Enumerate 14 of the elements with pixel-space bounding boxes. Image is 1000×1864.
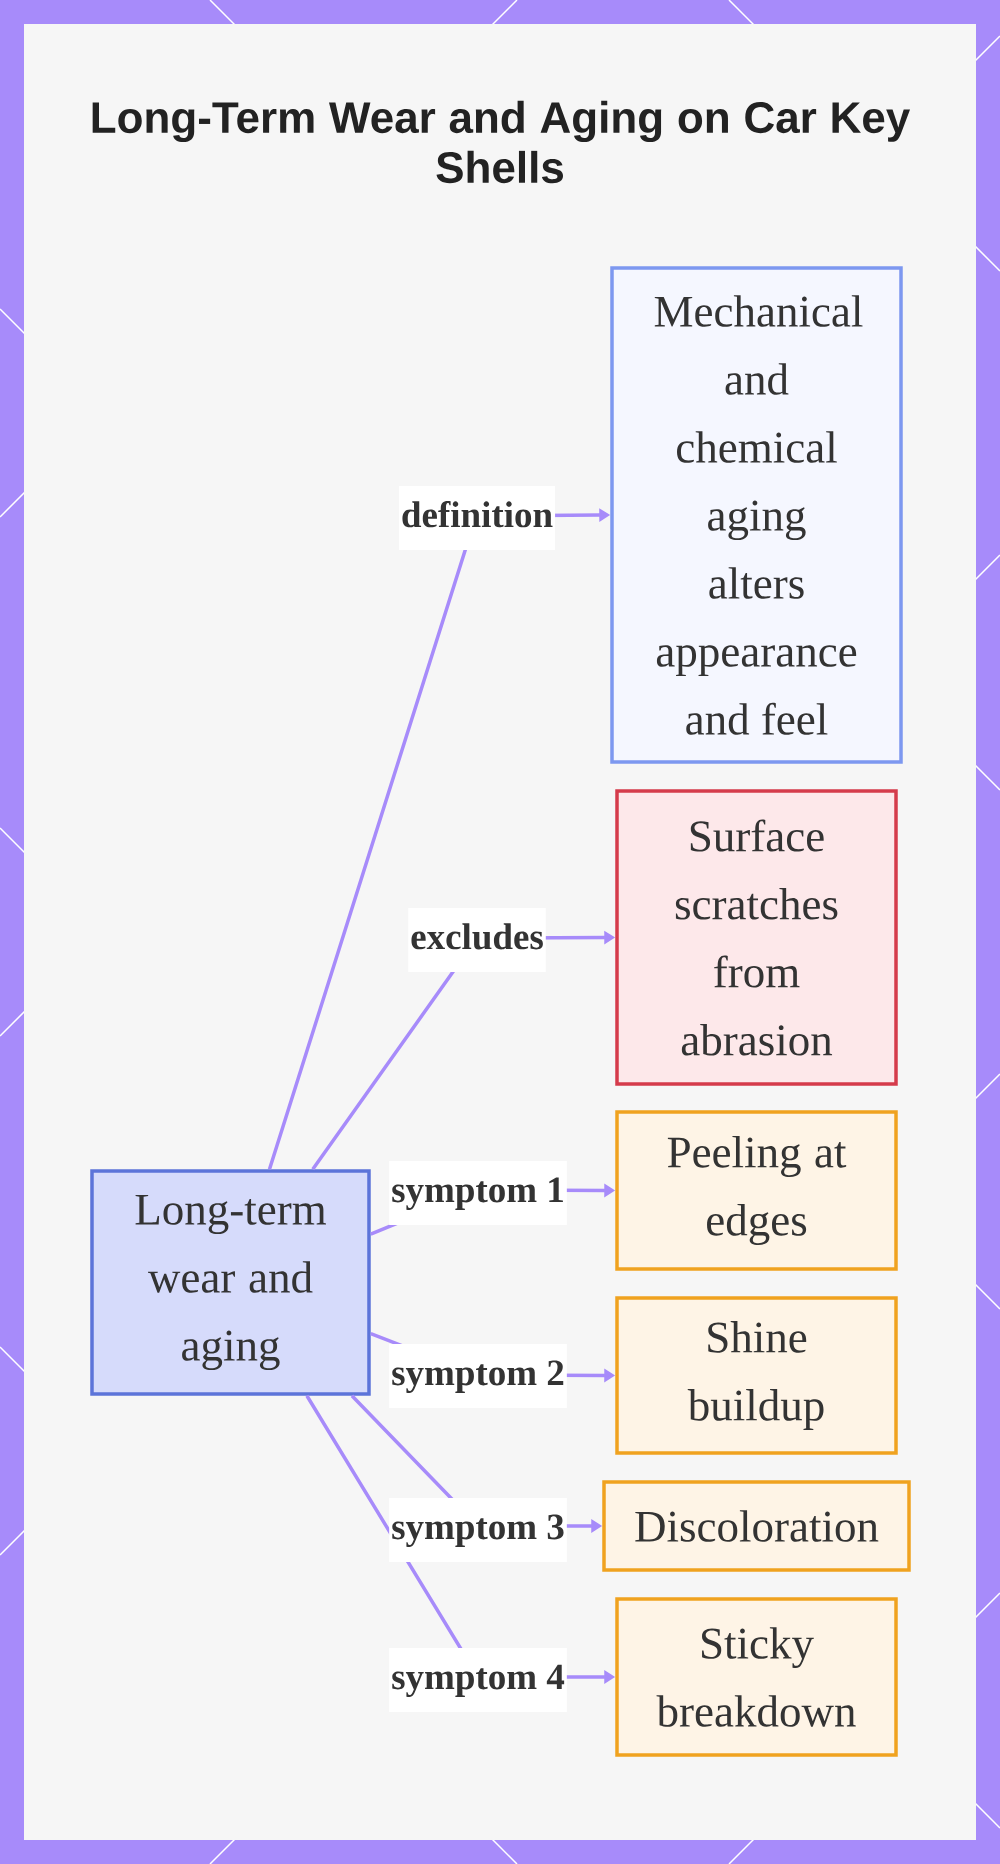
edge-label: symptom 4 — [389, 1648, 567, 1712]
edge-label: definition — [398, 486, 556, 550]
title: Long-Term Wear and Aging on Car Key Shells — [92, 100, 911, 184]
concept-box: Long-term wear and aging — [90, 1169, 371, 1396]
edge-label: excludes — [408, 908, 546, 972]
symptom-box: Peeling at edges — [615, 1110, 898, 1271]
edge-label: symptom 1 — [389, 1161, 567, 1225]
edge-label: symptom 3 — [389, 1498, 567, 1562]
symptom-box: Sticky breakdown — [615, 1597, 898, 1757]
symptom-box: Discoloration — [602, 1480, 911, 1572]
definition-box: Mechanical and chemical aging alters appearance and feel — [610, 266, 903, 764]
symptom-box: Shine buildup — [615, 1296, 898, 1455]
edge-label: symptom 2 — [389, 1344, 567, 1408]
exclusion-box: Surface scratches from abrasion — [615, 789, 898, 1086]
